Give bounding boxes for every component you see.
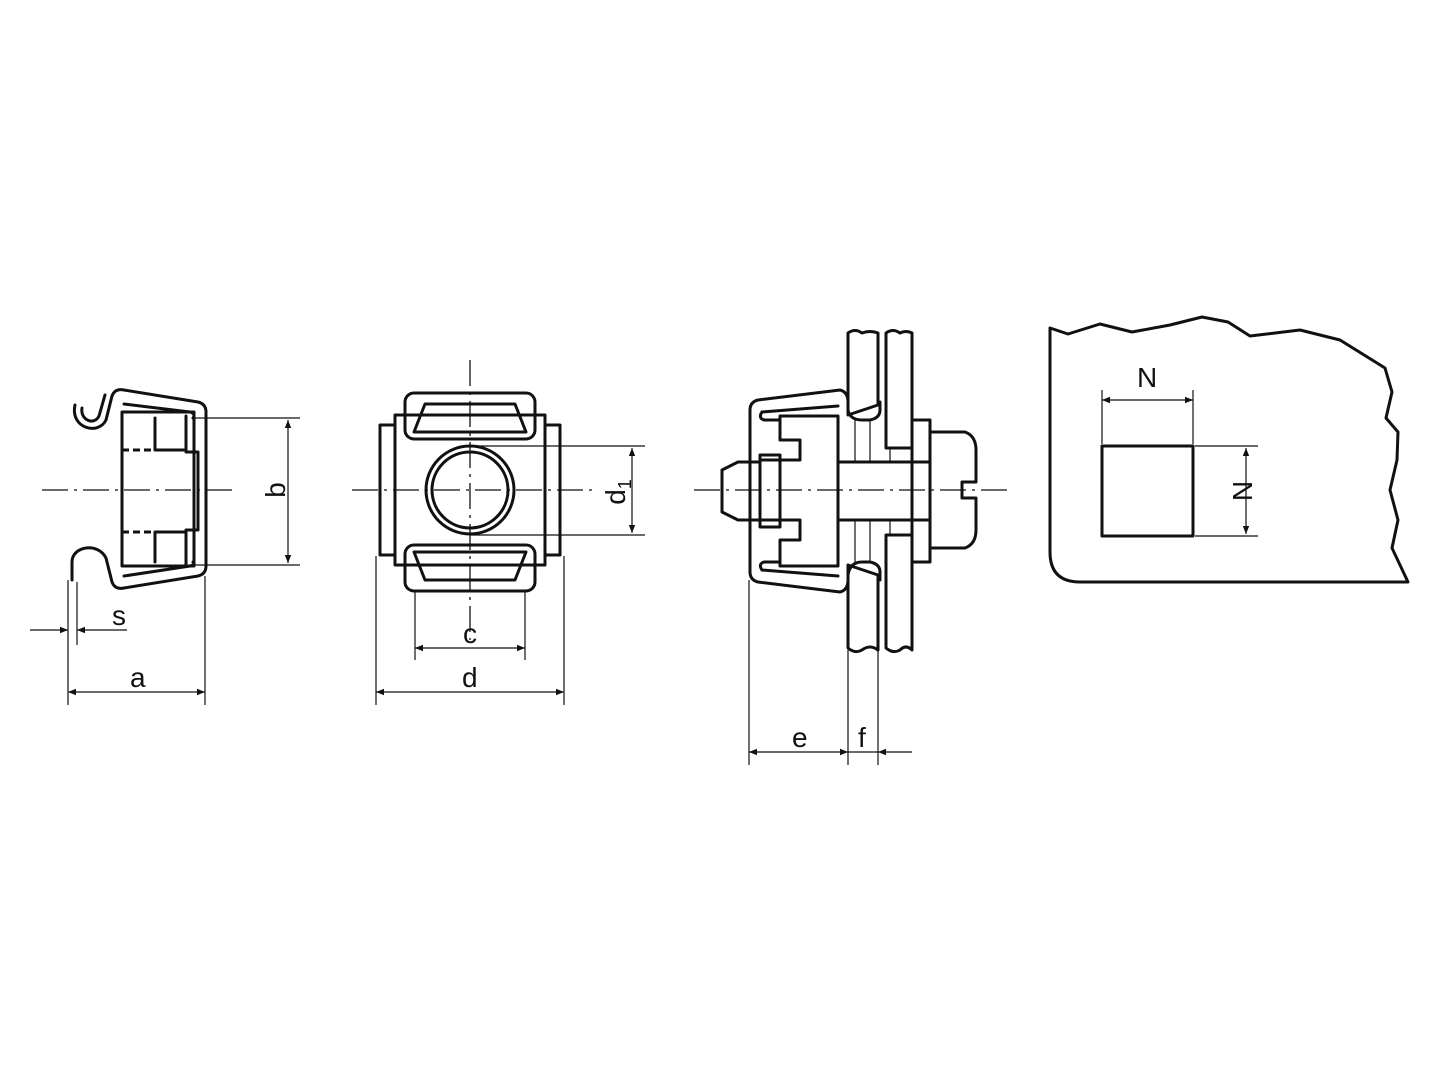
nut-collar <box>758 453 782 529</box>
panel-outline <box>1048 315 1410 584</box>
top-spring-inner <box>412 402 528 434</box>
label-d: d <box>462 662 478 693</box>
label-d1: d1 <box>600 479 635 505</box>
panel-section-bottom <box>846 563 880 654</box>
panel-cutout-view: N N <box>1048 315 1410 584</box>
nut-body <box>120 410 196 568</box>
label-n-vertical: N <box>1227 481 1258 501</box>
label-f: f <box>858 722 866 753</box>
side-view: b s a <box>30 388 300 705</box>
clip-inner <box>758 404 840 578</box>
label-a: a <box>130 662 146 693</box>
installed-section-view: e f <box>694 329 1012 765</box>
clip-hook-top <box>80 393 107 423</box>
screw-tip <box>720 460 762 522</box>
bottom-spring-inner <box>412 550 528 582</box>
front-view: d1 c d <box>352 360 645 705</box>
square-cutout <box>1100 444 1195 538</box>
label-c: c <box>463 618 477 649</box>
rail-section-bottom <box>884 533 914 654</box>
label-s: s <box>112 600 126 631</box>
clip-installed <box>748 388 882 594</box>
label-e: e <box>792 722 808 753</box>
label-n-horizontal: N <box>1137 362 1157 393</box>
hidden-lines <box>122 418 188 564</box>
left-tab <box>378 423 397 557</box>
screw-shank <box>836 460 932 522</box>
panel-section-top <box>846 329 880 417</box>
label-b: b <box>260 482 291 498</box>
washer <box>910 418 932 564</box>
spring-clip-outline <box>70 388 208 590</box>
rail-section-top <box>884 329 914 450</box>
nut-installed <box>758 414 840 568</box>
